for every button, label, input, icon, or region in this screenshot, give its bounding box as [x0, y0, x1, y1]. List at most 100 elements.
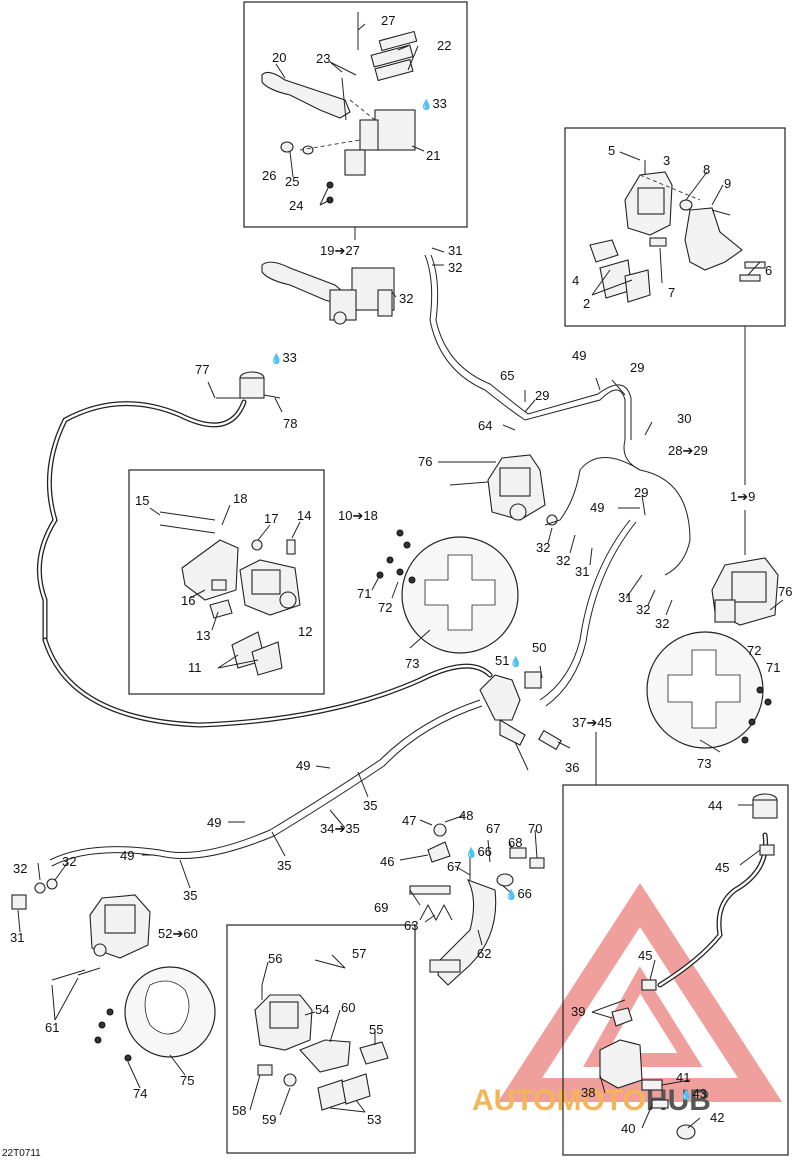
- label-67-a: 67: [486, 821, 500, 836]
- label-69: 69: [374, 900, 388, 915]
- rear-caliper-exploded: [254, 959, 389, 1111]
- label-44: 44: [708, 798, 722, 813]
- label-12: 12: [298, 624, 312, 639]
- label-31-d: 31: [10, 930, 24, 945]
- label-11: 11: [188, 660, 202, 675]
- label-77: 77: [195, 362, 209, 377]
- label-35-b: 35: [277, 858, 291, 873]
- label-51: 51💧: [495, 653, 522, 668]
- label-32-f: 32: [655, 616, 669, 631]
- front-master-cylinder-assembled: [261, 261, 395, 325]
- label-43: 💧43: [680, 1086, 707, 1101]
- box-front-right-caliper-detail: [564, 127, 786, 327]
- label-32-a: 32: [448, 260, 462, 275]
- label-68: 68: [508, 835, 522, 850]
- label-60: 60: [341, 1000, 355, 1015]
- drop-icon: 💧: [509, 655, 521, 668]
- label-21: 21: [426, 148, 440, 163]
- label-31-c: 31: [618, 590, 632, 605]
- label-40: 40: [621, 1121, 635, 1136]
- label-30: 30: [677, 411, 691, 426]
- label-32-e: 32: [636, 602, 650, 617]
- front-reservoir: [216, 371, 281, 399]
- label-16: 16: [181, 593, 195, 608]
- label-45-b: 45: [638, 948, 652, 963]
- label-64: 64: [478, 418, 492, 433]
- label-32-d: 32: [556, 553, 570, 568]
- label-73-a: 73: [405, 656, 419, 671]
- label-23: 23: [316, 51, 330, 66]
- label-5: 5: [608, 143, 615, 158]
- drop-icon: 💧: [420, 98, 432, 111]
- label-71-b: 71: [766, 660, 780, 675]
- label-67-b: 67: [447, 859, 461, 874]
- range-34-35: 34➔35: [320, 821, 360, 836]
- label-31-a: 31: [448, 243, 462, 258]
- reference-code: 22T0711: [2, 1148, 41, 1159]
- label-29-b: 29: [535, 388, 549, 403]
- label-74: 74: [133, 1086, 147, 1101]
- label-31-b: 31: [575, 564, 589, 579]
- label-24: 24: [289, 198, 303, 213]
- rear-caliper-assembled: [51, 894, 151, 981]
- drop-icon: 💧: [505, 888, 517, 901]
- label-7: 7: [668, 285, 675, 300]
- label-33-top: 💧33: [420, 96, 447, 111]
- label-47: 47: [402, 813, 416, 828]
- label-73-b: 73: [697, 756, 711, 771]
- label-15: 15: [135, 493, 149, 508]
- label-66-a: 💧66: [465, 844, 492, 859]
- front-left-caliper-exploded: [159, 511, 301, 676]
- label-20: 20: [272, 50, 286, 65]
- label-42: 42: [710, 1110, 724, 1125]
- label-33-mid: 💧33: [270, 350, 297, 365]
- label-66-b: 💧66: [505, 886, 532, 901]
- label-76-a: 76: [418, 454, 432, 469]
- label-48: 48: [459, 808, 473, 823]
- brake-disc-front-right: [646, 631, 764, 749]
- drop-icon: 💧: [680, 1088, 692, 1101]
- label-50: 50: [532, 640, 546, 655]
- label-9: 9: [724, 176, 731, 191]
- disc-bolts-front-right: [741, 686, 772, 744]
- label-76-b: 76: [778, 584, 792, 599]
- range-19-27: 19➔27: [320, 243, 360, 258]
- label-65: 65: [500, 368, 514, 383]
- label-38: 38: [581, 1085, 595, 1100]
- front-left-caliper-assembled: [449, 454, 558, 526]
- box-rear-caliper-detail: [226, 924, 416, 1154]
- disc-bolts-rear: [94, 1008, 132, 1062]
- label-57: 57: [352, 946, 366, 961]
- watermark-triangle: [497, 882, 783, 1102]
- label-63: 63: [404, 918, 418, 933]
- label-71-a: 71: [357, 586, 371, 601]
- box-rear-master-cylinder-detail: [562, 784, 789, 1156]
- label-32-c: 32: [536, 540, 550, 555]
- label-29-c: 29: [634, 485, 648, 500]
- brake-pedal-assembly: [409, 823, 545, 986]
- label-35-c: 35: [183, 888, 197, 903]
- label-72-b: 72: [747, 643, 761, 658]
- label-70: 70: [528, 821, 542, 836]
- label-8: 8: [703, 162, 710, 177]
- rear-hose-fittings: [11, 878, 58, 910]
- drop-icon: 💧: [465, 846, 477, 859]
- label-49-d: 49: [207, 815, 221, 830]
- label-22: 22: [437, 38, 451, 53]
- proportioning-valve: [479, 671, 562, 771]
- range-37-45: 37➔45: [572, 715, 612, 730]
- label-27: 27: [381, 13, 395, 28]
- range-10-18: 10➔18: [338, 508, 378, 523]
- label-45-a: 45: [715, 860, 729, 875]
- part-labels: 27 22 20 23 💧33 21 26 25 24 31 32 32 5 3…: [10, 13, 792, 1136]
- rear-master-cylinder-exploded: [599, 793, 778, 1140]
- watermark-text-auto: AUTO: [472, 1084, 556, 1117]
- label-3: 3: [663, 153, 670, 168]
- front-master-cylinder-exploded: [261, 12, 418, 204]
- label-61: 61: [45, 1020, 59, 1035]
- label-78: 78: [283, 416, 297, 431]
- label-56: 56: [268, 951, 282, 966]
- disc-bolts-front-left: [376, 529, 416, 584]
- range-labels: 19➔27 28➔29 10➔18 1➔9 37➔45 34➔35 52➔60: [158, 243, 755, 941]
- range-1-9: 1➔9: [730, 489, 755, 504]
